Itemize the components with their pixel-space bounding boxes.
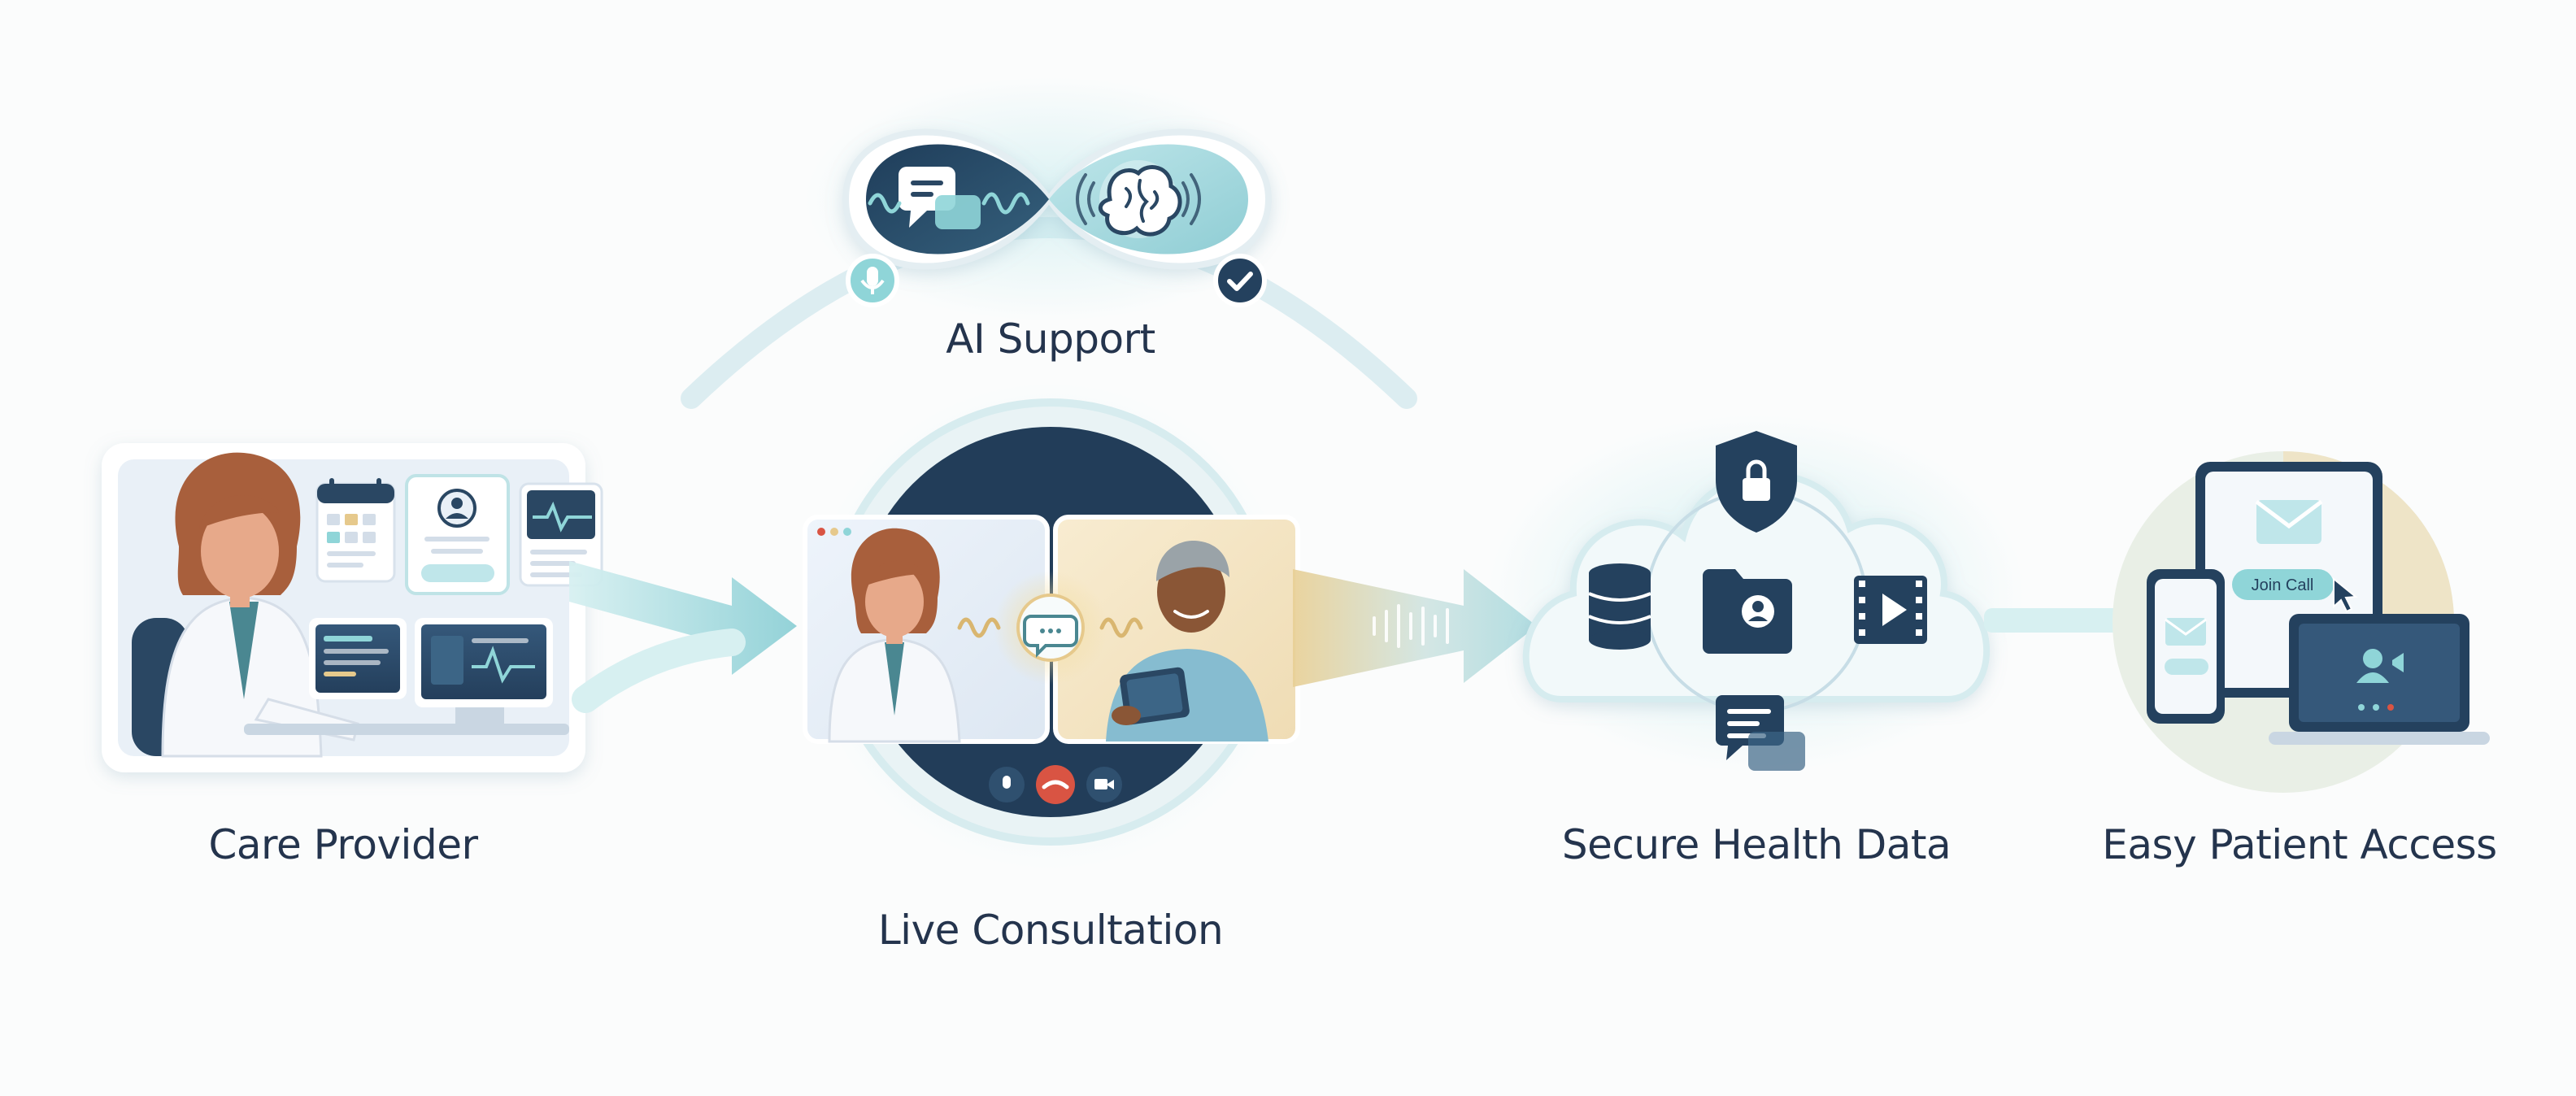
secure-health-data-label: Secure Health Data [1561, 821, 1952, 868]
ai-support-node [805, 77, 1293, 321]
calendar-icon [315, 478, 396, 583]
cursor-icon [2333, 576, 2358, 613]
chat-bubble-icon [1716, 695, 1805, 771]
microphone-icon [1003, 776, 1011, 789]
video-call-window [803, 515, 1300, 744]
video-icon [1854, 576, 1927, 644]
shield-lock-icon [1716, 431, 1797, 533]
provider-monitors [309, 618, 553, 725]
camera-icon [1094, 779, 1107, 789]
folder-user-icon [1703, 569, 1792, 654]
phone-icon [1042, 780, 1069, 789]
phone-device [2147, 569, 2225, 724]
care-provider-label: Care Provider [208, 821, 478, 868]
user-card-icon [405, 474, 510, 595]
provider-avatar [161, 452, 359, 758]
join-call-label: Join Call [2252, 576, 2314, 594]
microphone-icon [846, 254, 899, 307]
envelope-icon [2255, 500, 2323, 544]
laptop-device [2269, 614, 2490, 745]
call-controls [989, 765, 1122, 804]
user-video-icon [2356, 649, 2404, 683]
care-provider-node [102, 443, 603, 772]
envelope-icon [2165, 618, 2207, 646]
check-icon [1213, 254, 1267, 307]
arrow-consultation-to-data [1293, 569, 1537, 687]
easy-patient-access-node: Join Call [2113, 451, 2490, 793]
database-icon [1588, 563, 1651, 650]
join-call-button[interactable] [2232, 569, 2334, 600]
live-consultation-node [803, 382, 1300, 870]
secure-health-data-node [1488, 415, 2025, 772]
easy-patient-access-label: Easy Patient Access [2102, 821, 2497, 868]
chat-bubble-icon [957, 571, 1143, 685]
heartbeat-icon [519, 482, 603, 587]
ai-support-label: AI Support [946, 315, 1155, 363]
chat-icon [868, 167, 1030, 229]
live-consultation-label: Live Consultation [877, 907, 1224, 954]
arrow-provider-to-consultation [569, 561, 797, 713]
brain-icon [1076, 160, 1201, 238]
